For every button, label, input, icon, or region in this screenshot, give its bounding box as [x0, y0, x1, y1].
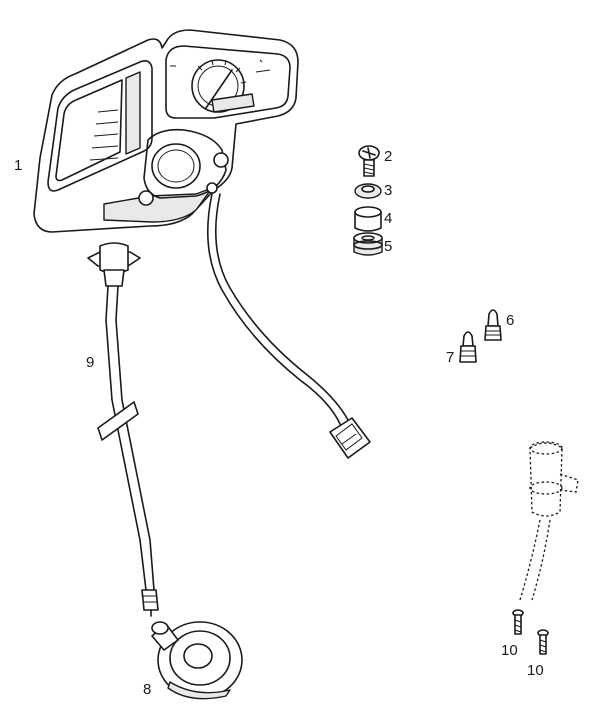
- callout-10-b: 10: [527, 662, 544, 679]
- callout-3: 3: [384, 182, 392, 199]
- mounting-screw-b: [537, 629, 549, 655]
- bulb-large: [484, 309, 502, 341]
- callout-2: 2: [384, 148, 392, 165]
- screw: [358, 145, 380, 177]
- speed-sensor-optional: [519, 441, 579, 601]
- callout-5: 5: [384, 238, 392, 255]
- washer: [354, 183, 382, 199]
- callout-9: 9: [86, 354, 94, 371]
- speedometer-cable: [87, 242, 159, 617]
- callout-6: 6: [506, 312, 514, 329]
- grommet: [353, 232, 383, 256]
- collar: [354, 206, 382, 232]
- instrument-cluster: [33, 29, 371, 459]
- callout-1: 1: [14, 157, 22, 174]
- callout-8: 8: [143, 681, 151, 698]
- callout-7: 7: [446, 349, 454, 366]
- mounting-screw-a: [512, 609, 524, 635]
- callout-4: 4: [384, 210, 392, 227]
- bulb-small: [459, 331, 477, 363]
- callout-10-a: 10: [501, 642, 518, 659]
- speedometer-gear-box: [151, 621, 243, 700]
